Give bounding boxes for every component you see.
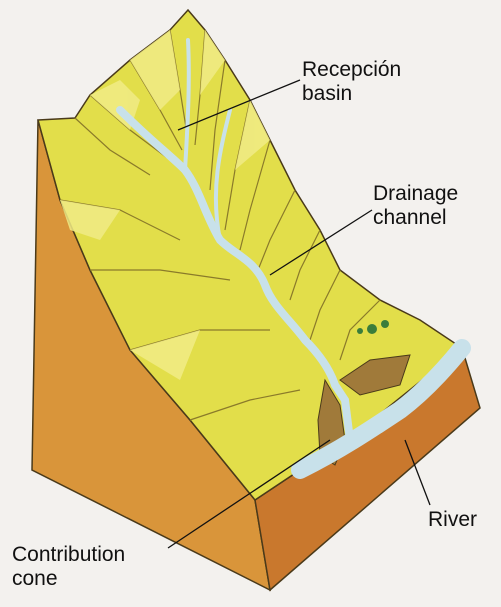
drainage-channel-label: Drainage channel (373, 182, 458, 230)
river (291, 339, 471, 479)
river-label: River (428, 508, 477, 532)
drainage-channel (116, 106, 354, 444)
reception-basin-label-line2: basin (302, 82, 353, 105)
contribution-cone-label: Contribution cone (12, 543, 125, 591)
tributary (213, 108, 232, 242)
drainage-channel-label-line2: channel (373, 206, 447, 229)
drainage-channel-label-line1: Drainage (373, 182, 459, 205)
tributary (183, 38, 191, 172)
reception-basin-label-line1: Recepción (302, 58, 402, 81)
drainage-channel-leader (269, 209, 373, 276)
slope-highlights (60, 30, 270, 380)
contribution-cone-label-line1: Contribution (12, 543, 126, 566)
river-label-text: River (428, 508, 478, 531)
reception-basin-label: Recepción basin (302, 58, 401, 106)
contribution-cone-label-line2: cone (12, 567, 58, 590)
vegetation (357, 320, 389, 334)
reception-basin-leader (177, 79, 301, 131)
contribution-cone-leader (167, 439, 331, 549)
river-leader (404, 439, 431, 506)
debris-fan (339, 354, 411, 396)
